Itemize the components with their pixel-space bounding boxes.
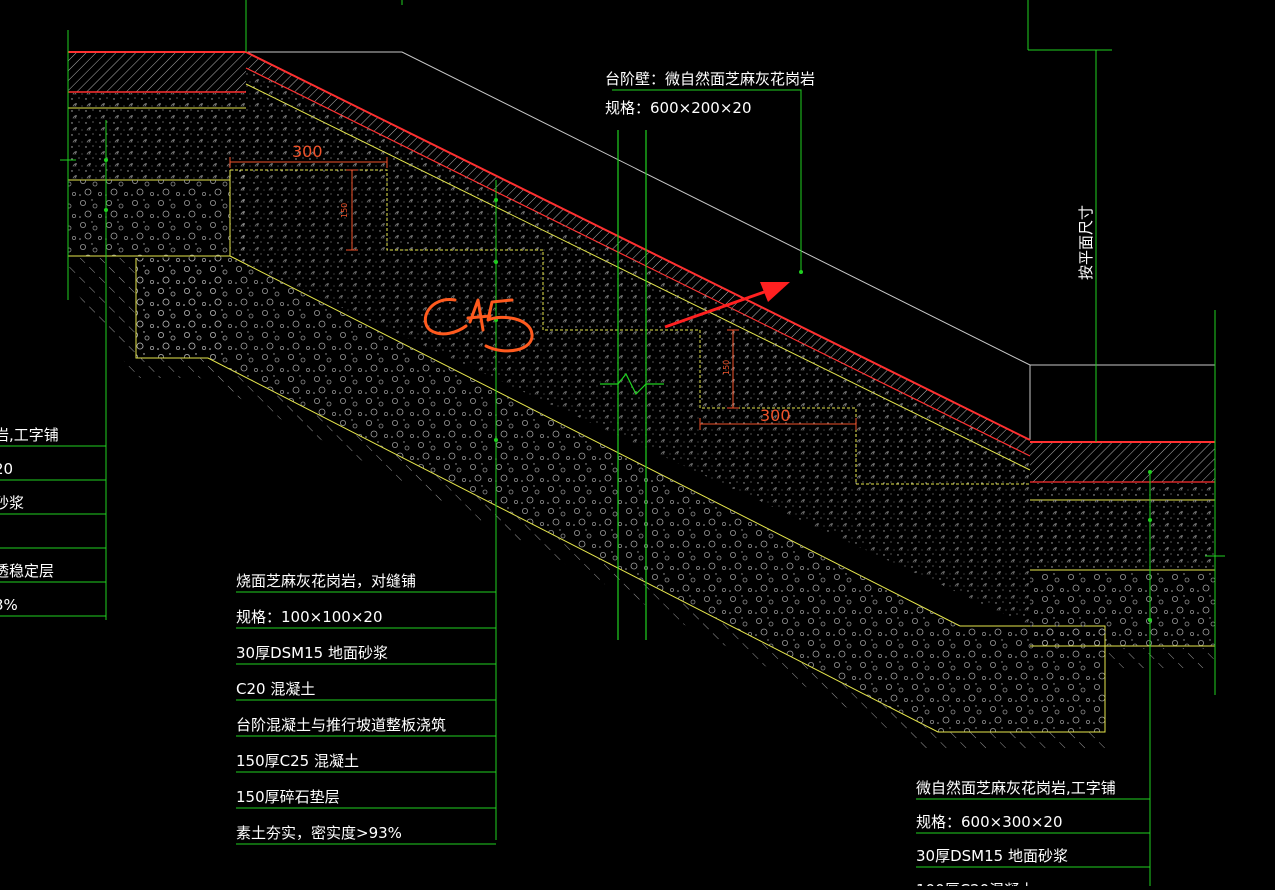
sloped-finish	[245, 51, 1031, 471]
dimensions	[229, 157, 857, 430]
center_layers-label-5: 150厚C25 混凝土	[236, 752, 359, 770]
left_partial_layers-label-4: 透稳定层	[0, 562, 54, 580]
handrail-dimension-note: 按平面尺寸	[1077, 205, 1095, 280]
center_layers-label-4: 台阶混凝土与推行坡道整板浇筑	[236, 716, 446, 734]
handrail-guide-lines	[248, 51, 1215, 440]
center_layers-label-2: 30厚DSM15 地面砂浆	[236, 644, 388, 662]
center_layers-label-6: 150厚碎石垫层	[236, 788, 340, 806]
handwritten-c25-markup	[423, 298, 534, 353]
compacted-soil	[68, 258, 1215, 750]
right_layers-label-0: 微自然面芝麻灰花岗岩,工字铺	[916, 779, 1116, 797]
leader-lines	[60, 0, 1225, 886]
concrete-body	[229, 84, 1030, 627]
dim-tread-top: 300	[292, 142, 323, 161]
center_layers-label-0: 烧面芝麻灰花岗岩，对缝铺	[236, 572, 416, 590]
right_layers-label-2: 30厚DSM15 地面砂浆	[916, 847, 1068, 865]
left_partial_layers-label-5: 3%	[0, 596, 18, 614]
riser-spec: 规格：600×200×20	[605, 99, 752, 117]
dim-tread-bottom: 300	[760, 406, 791, 425]
riser-callout: 台阶壁：微自然面芝麻灰花岗岩 规格：600×200×20	[605, 70, 815, 117]
markup-arrow	[664, 282, 790, 329]
left_partial_layers-label-0: 岩,工字铺	[0, 426, 59, 444]
section-break-line	[600, 130, 664, 640]
riser-title: 台阶壁：微自然面芝麻灰花岗岩	[605, 70, 815, 88]
dim-riser-bottom: 150	[722, 360, 731, 375]
center_layers-label-1: 规格：100×100×20	[236, 608, 383, 626]
lower-landing	[1030, 441, 1215, 647]
right_layers-label-1: 规格：600×300×20	[916, 813, 1063, 831]
dim-riser-top: 150	[340, 203, 349, 218]
left_partial_layers-label-2: 砂浆	[0, 494, 24, 512]
center_layers-label-3: C20 混凝土	[236, 680, 315, 698]
left_partial_layers-label-1: 20	[0, 460, 13, 478]
right_layers-label-3: 100厚C20混凝土	[916, 881, 1034, 886]
center_layers-label-7: 素土夯实，密实度>93%	[236, 824, 402, 842]
